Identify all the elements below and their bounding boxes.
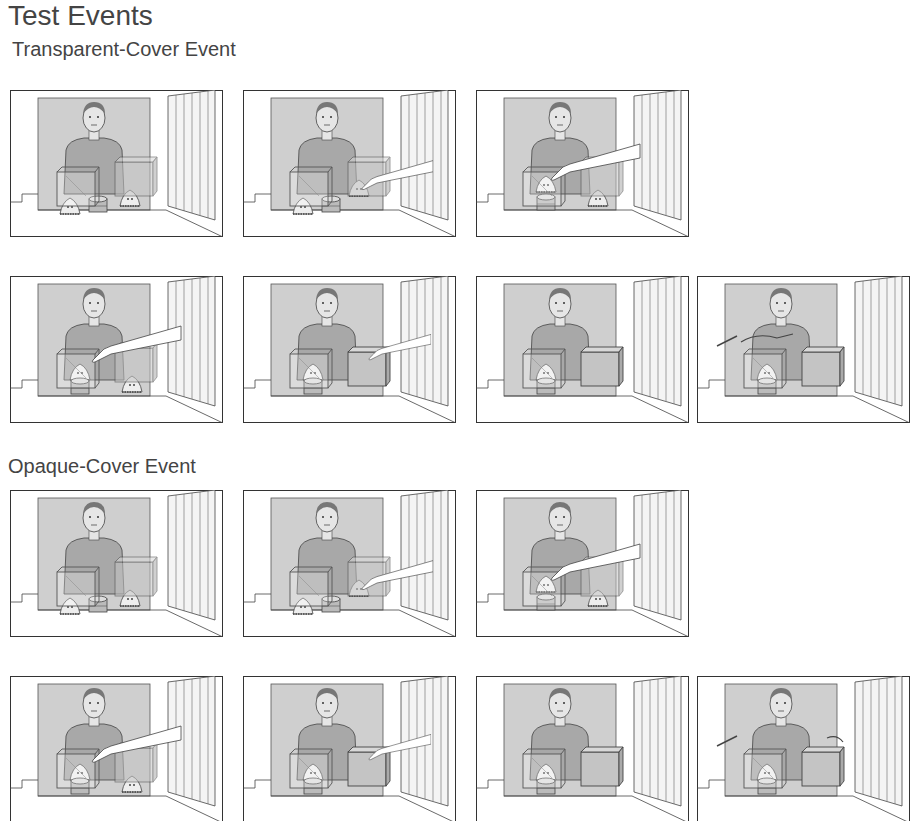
row-heading: Opaque-Cover Event <box>8 455 196 478</box>
figure-title: Test Events <box>8 0 153 32</box>
row-heading: Transparent-Cover Event <box>12 38 236 61</box>
